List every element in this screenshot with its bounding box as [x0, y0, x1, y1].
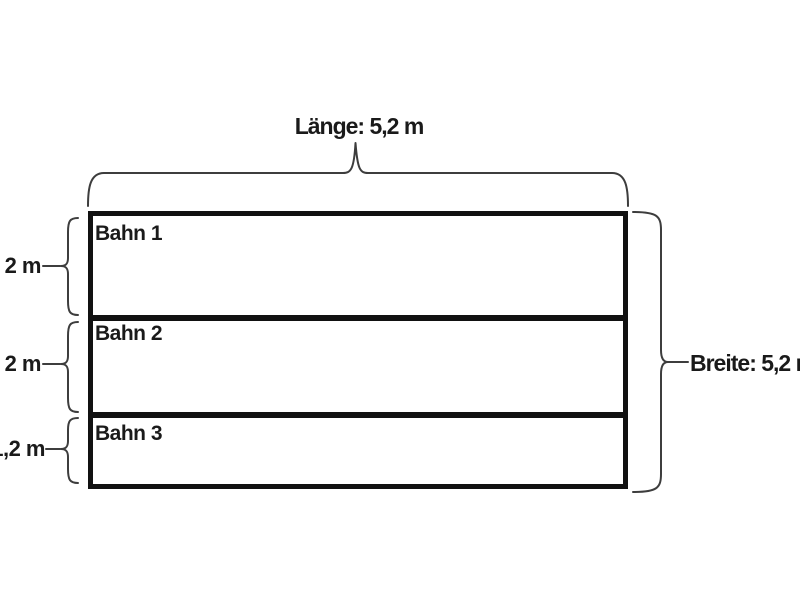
left-brace-2: [60, 321, 79, 413]
right-brace: [632, 211, 669, 493]
lane-2-label: Bahn 2: [95, 322, 163, 345]
lane-divider-2: [93, 412, 623, 418]
top-brace: [87, 142, 629, 207]
lane-1-label: Bahn 1: [95, 222, 163, 245]
left-brace-1: [60, 217, 79, 316]
left-brace-3: [60, 417, 79, 484]
lane-3-height-label: 1,2 m: [0, 436, 46, 461]
length-label: Länge: 5,2 m: [294, 113, 425, 139]
lane-1-height-label: 2 m: [4, 253, 42, 278]
lane-divider-1: [93, 315, 623, 321]
width-label: Breite: 5,2 m: [690, 350, 800, 376]
lanes-rectangle: [88, 211, 628, 489]
lane-2-height-label: 2 m: [4, 351, 42, 376]
lane-3-label: Bahn 3: [95, 422, 163, 445]
